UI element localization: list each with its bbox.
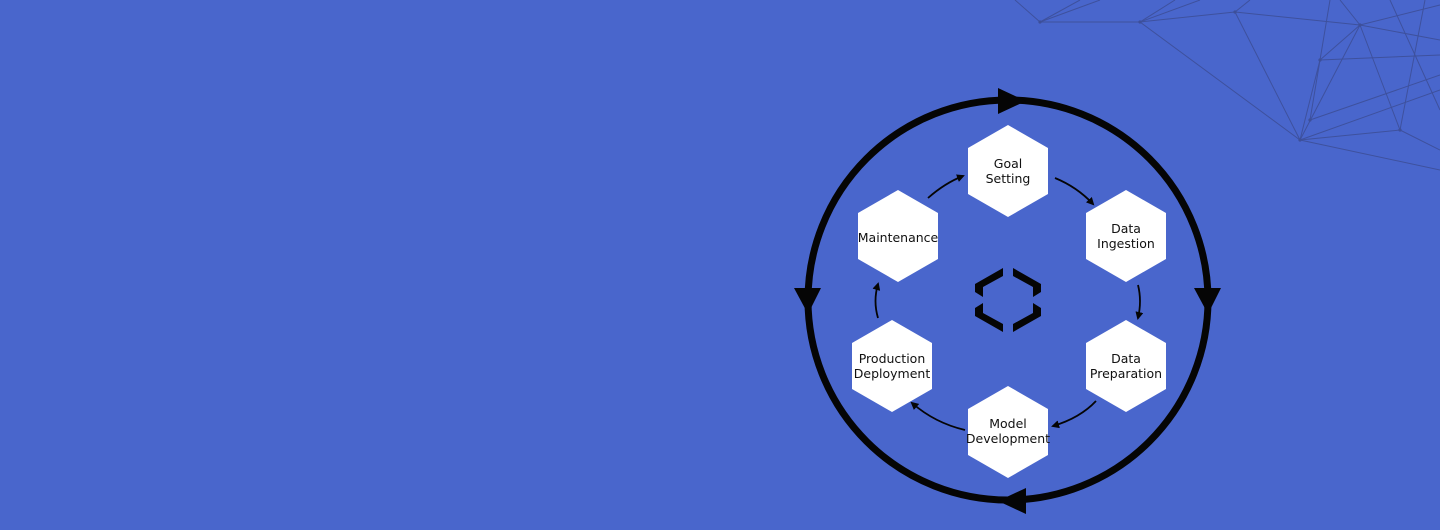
stage-model-development-line2: Development bbox=[966, 431, 1050, 446]
arrow-goal-to-ingestion-icon bbox=[1054, 177, 1095, 206]
arrow-deployment-to-maintenance-icon bbox=[872, 282, 881, 319]
stage-data-ingestion-line1: Data bbox=[1111, 221, 1141, 236]
ring-arrow-top-icon bbox=[998, 88, 1026, 114]
stage-model-development-line1: Model bbox=[989, 416, 1027, 431]
stage-production-deployment: Production Deployment bbox=[852, 320, 932, 412]
stage-production-deployment-line1: Production bbox=[859, 351, 926, 366]
ring-arrow-left-icon bbox=[794, 288, 821, 314]
arrow-development-to-deployment-icon bbox=[910, 401, 966, 431]
stage-data-preparation: Data Preparation bbox=[1086, 320, 1166, 412]
stage-data-preparation-line2: Preparation bbox=[1090, 366, 1162, 381]
stage-goal-setting-line2: Setting bbox=[986, 171, 1031, 186]
arrow-ingestion-to-preparation-icon bbox=[1135, 284, 1144, 320]
stage-maintenance-line1: Maintenance bbox=[858, 230, 939, 245]
arrow-preparation-to-development-icon bbox=[1051, 400, 1097, 429]
stage-data-preparation-line1: Data bbox=[1111, 351, 1141, 366]
ring-arrow-bottom-icon bbox=[998, 488, 1026, 514]
stage-model-development: Model Development bbox=[966, 386, 1050, 478]
arrow-maintenance-to-goal-icon bbox=[927, 174, 965, 199]
stage-data-ingestion: Data Ingestion bbox=[1086, 190, 1166, 282]
cube-logo-icon bbox=[975, 268, 1041, 332]
stage-data-ingestion-line2: Ingestion bbox=[1097, 236, 1155, 251]
stage-maintenance: Maintenance bbox=[858, 190, 939, 282]
ring-arrow-right-icon bbox=[1194, 288, 1221, 314]
stage-goal-setting-line1: Goal bbox=[994, 156, 1022, 171]
stage-goal-setting: Goal Setting bbox=[968, 125, 1048, 217]
stage-production-deployment-line2: Deployment bbox=[854, 366, 931, 381]
